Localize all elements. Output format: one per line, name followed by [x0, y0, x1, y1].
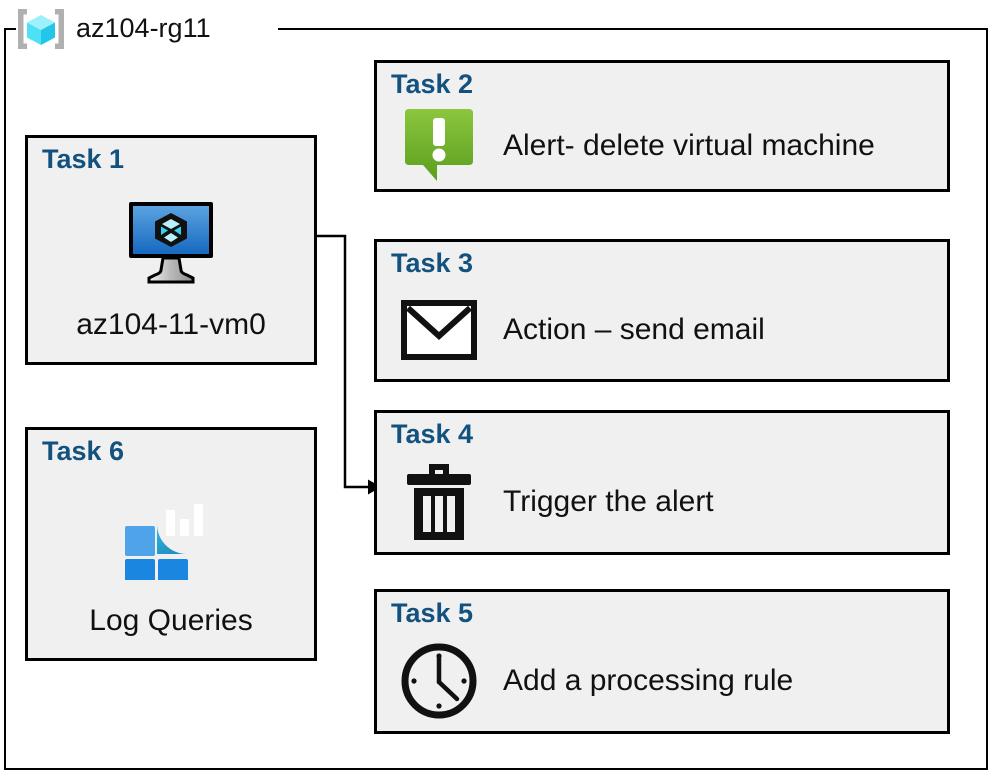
virtual-machine-icon [28, 196, 314, 288]
card-task-4[interactable]: Task 4 Trigger the alert [374, 410, 950, 555]
task-1-caption: az104-11-vm0 [76, 308, 266, 341]
log-analytics-icon [28, 488, 314, 580]
task-5-title: Task 5 [391, 598, 474, 628]
task-3-caption: Action – send email [503, 313, 765, 346]
resource-group-label: az104-rg11 [76, 12, 211, 43]
card-task-2[interactable]: Task 2 Alert- delete virtual machine [374, 60, 950, 192]
clock-icon [399, 641, 479, 721]
task-3-title: Task 3 [391, 248, 474, 278]
alert-bubble-icon [399, 105, 479, 185]
resource-group-header: az104-rg11 [14, 5, 211, 53]
task-2-caption: Alert- delete virtual machine [503, 128, 875, 162]
task-6-caption: Log Queries [89, 604, 253, 637]
task-4-title: Task 4 [391, 419, 474, 449]
card-task-5[interactable]: Task 5 Add a processing rule [374, 589, 950, 734]
task-4-caption: Trigger the alert [503, 485, 714, 518]
trash-icon [399, 462, 479, 542]
card-task-3[interactable]: Task 3 Action – send email [374, 239, 950, 382]
azure-resource-group-icon [14, 6, 68, 52]
task-5-caption: Add a processing rule [503, 664, 794, 697]
card-task-6[interactable]: Task 6 Log Queries [25, 427, 317, 661]
task-6-title: Task 6 [42, 436, 125, 466]
envelope-icon [399, 290, 479, 370]
resource-group-title-gap [16, 18, 278, 40]
task-1-title: Task 1 [42, 144, 125, 174]
task-2-title: Task 2 [391, 69, 474, 99]
card-task-1[interactable]: Task 1 [25, 135, 317, 365]
